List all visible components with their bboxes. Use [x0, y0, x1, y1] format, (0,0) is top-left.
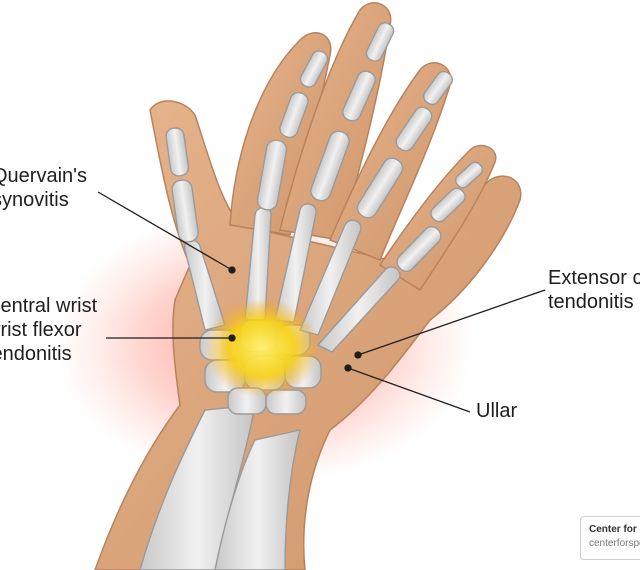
central-wrist-hotspot: [204, 298, 320, 398]
watermark-line1: Center for S: [589, 524, 640, 535]
label-central-wrist: Central wrist wrist flexor tendonitis: [0, 295, 98, 365]
label-extensor-tendonitis: Extensor c tendonitis: [548, 267, 640, 313]
watermark-badge: Center for S centerforspe: [580, 516, 640, 560]
watermark-line2: centerforspe: [589, 538, 640, 549]
leader-lines: [97, 191, 546, 413]
label-ulnar: Ullar: [476, 400, 518, 422]
ulna-bone: [214, 429, 301, 570]
